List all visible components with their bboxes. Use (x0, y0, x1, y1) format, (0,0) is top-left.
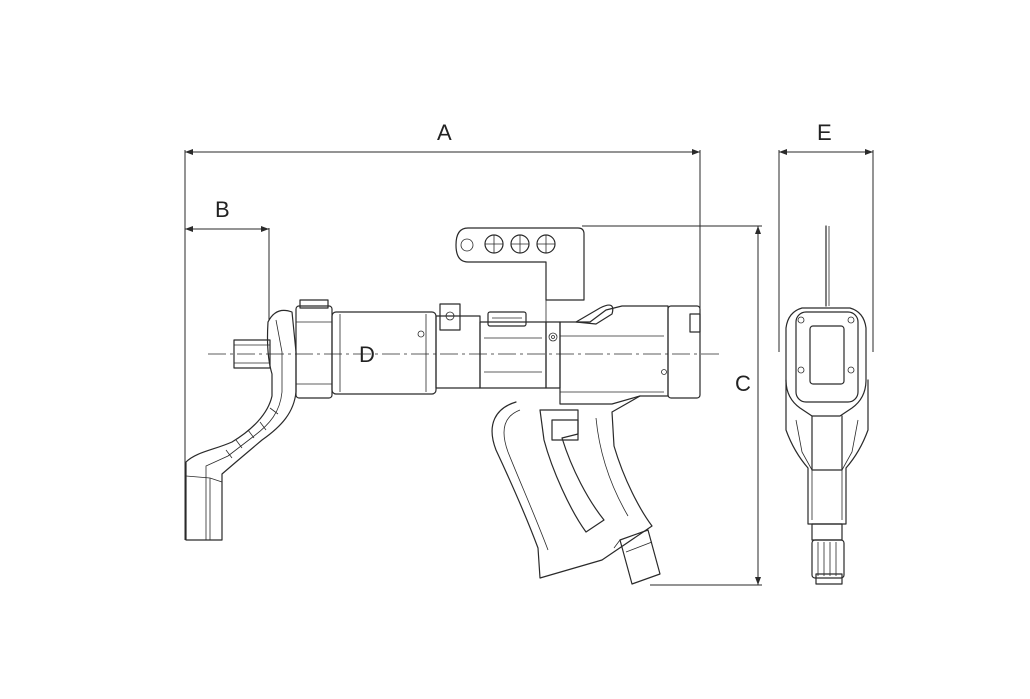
rear-housing (559, 304, 701, 405)
dimension-c (582, 225, 762, 586)
dimension-e (778, 149, 874, 352)
dimension-b (185, 226, 270, 320)
dimension-a (184, 149, 701, 540)
motor-body (479, 311, 561, 389)
front-flange (295, 299, 333, 399)
tool-side-view (185, 227, 722, 585)
gearbox-housing (331, 303, 481, 395)
reaction-arm (185, 309, 297, 541)
handle-knob (811, 539, 845, 579)
display-window (809, 325, 845, 385)
label-c: C (735, 371, 751, 396)
square-drive (233, 339, 271, 369)
label-b: B (215, 197, 230, 222)
label-d: D (359, 342, 375, 367)
label-a: A (437, 120, 452, 145)
pistol-grip (491, 395, 661, 585)
mounting-bracket (455, 227, 585, 322)
label-e: E (817, 120, 832, 145)
front-housing (785, 307, 867, 417)
tool-front-view (785, 225, 869, 585)
